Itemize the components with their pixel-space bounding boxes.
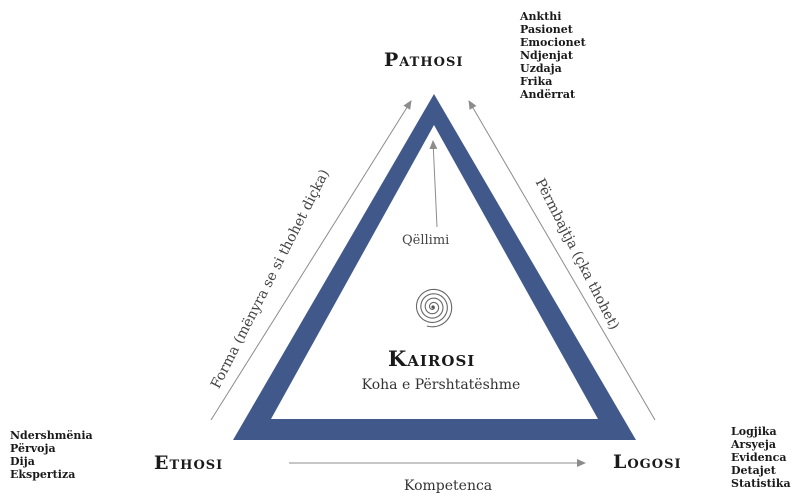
list-item: Dija — [10, 455, 35, 468]
arrow-goal — [429, 140, 438, 228]
list-item: Andërrat — [520, 88, 576, 101]
list-item: Statistika — [731, 477, 791, 490]
list-item: Uzdaja — [520, 62, 562, 75]
list-item: Përvoja — [10, 442, 56, 455]
list-item: Ndjenjat — [520, 49, 573, 62]
logosi-list: Logjika Arsyeja Evidenca Detajet Statist… — [731, 425, 791, 490]
list-item: Evidenca — [731, 451, 787, 464]
edge-label-bottom: Kompetenca — [404, 478, 493, 494]
list-item: Arsyeja — [731, 438, 777, 451]
node-logosi: Logosi — [613, 451, 682, 473]
ethosi-list: Ndershmënia Përvoja Dija Ekspertiza — [10, 429, 93, 481]
node-ethosi: Ethosi — [154, 452, 224, 474]
node-pathosi: Pathosi — [384, 49, 464, 71]
list-item: Emocionet — [520, 36, 586, 49]
goal-label: Qëllimi — [402, 233, 450, 248]
list-item: Logjika — [731, 425, 777, 438]
list-item: Frika — [520, 75, 553, 88]
spiral-icon — [415, 288, 453, 328]
arrow-form-edge — [210, 100, 412, 421]
kairosi-subtitle: Koha e Përshtatëshme — [361, 377, 521, 393]
triangle-frame — [233, 94, 636, 440]
list-item: Pasionet — [520, 23, 573, 36]
list-item: Detajet — [731, 464, 776, 477]
node-kairosi: Kairosi — [388, 346, 476, 371]
list-item: Ekspertiza — [10, 468, 76, 481]
arrow-content-edge — [468, 100, 656, 421]
list-item: Ankthi — [520, 10, 562, 23]
list-item: Ndershmënia — [10, 429, 93, 442]
pathosi-list: Ankthi Pasionet Emocionet Ndjenjat Uzdaj… — [520, 10, 586, 101]
